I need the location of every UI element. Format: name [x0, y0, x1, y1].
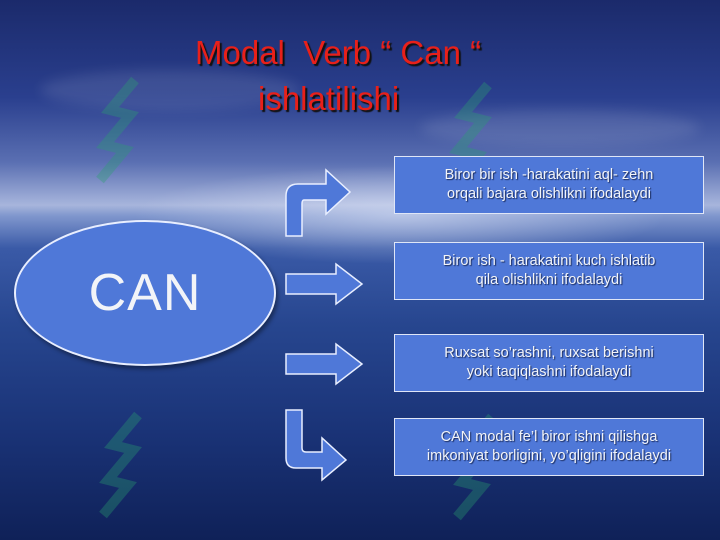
can-label: CAN [88, 264, 202, 322]
arrow-down-right-icon [285, 409, 348, 482]
usage-box-text: CAN modal fe’l biror ishni qilishga imko… [426, 429, 672, 464]
usage-box-text: Ruxsat so’rashni, ruxsat berishni yoki t… [444, 345, 654, 380]
usage-box-2: Biror ish - harakatini kuch ishlatib qil… [394, 242, 704, 300]
usage-box-text: Biror ish - harakatini kuch ishlatib qil… [442, 253, 656, 288]
usage-box-1: Biror bir ish -harakatini aql- zehn orqa… [394, 156, 704, 214]
arrow-right-icon [285, 342, 364, 386]
arrow-up-right-icon [285, 168, 352, 237]
usage-box-text: Biror bir ish -harakatini aql- zehn orqa… [444, 167, 654, 202]
cloud-decoration [420, 110, 700, 146]
slide-title-line2: ishlatilishi [258, 80, 400, 117]
cloud-decoration [40, 70, 300, 110]
watermark-icon [96, 76, 139, 184]
arrow-right-icon [285, 262, 364, 306]
usage-box-3: Ruxsat so’rashni, ruxsat berishni yoki t… [394, 334, 704, 392]
slide-title: Modal Verb “ Can “ ishlatilishi [0, 30, 720, 122]
slide-title-line1: Modal Verb “ Can “ [195, 34, 482, 71]
usage-box-4: CAN modal fe’l biror ishni qilishga imko… [394, 418, 704, 476]
can-oval: CAN [14, 220, 276, 366]
watermark-icon [99, 411, 142, 519]
